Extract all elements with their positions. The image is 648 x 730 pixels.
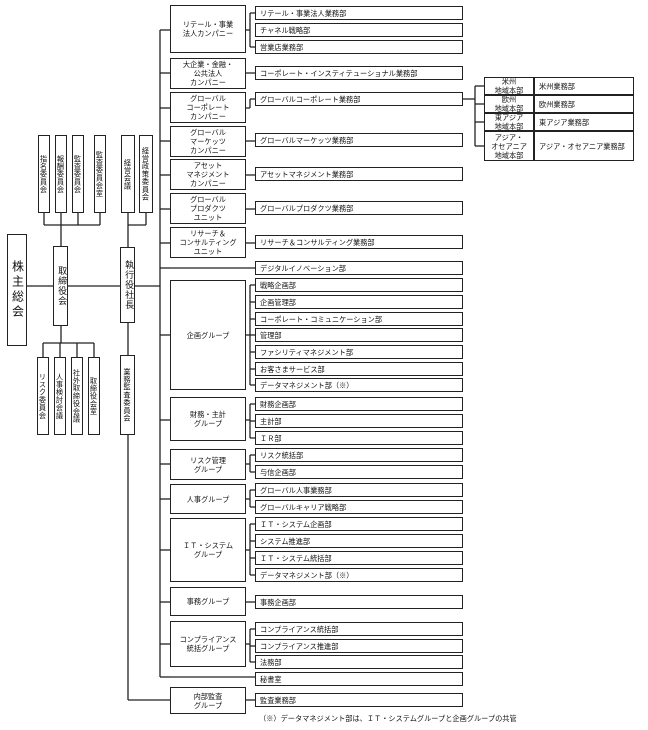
group-hr-box: 人事グループ: [170, 484, 246, 514]
ceo-box: 執行役社長: [120, 247, 135, 323]
company-corporate-box: 大企業・金融・ 公共法人 カンパニー: [170, 58, 246, 89]
nomination-committee-box: 指名委員会: [38, 135, 50, 213]
dept-digital-innovation: デジタルイノベーション部: [255, 261, 463, 275]
group-it-box: ＩＴ・システム グループ: [170, 518, 246, 582]
risk-committee-box: リスク委員会: [37, 357, 49, 435]
dept-research-consulting: リサーチ＆コンサルティング業務部: [255, 235, 463, 249]
dept-it-management: ＩＴ・システム統括部: [255, 551, 463, 565]
dept-europe: 欧州業務部: [534, 95, 634, 113]
board-box: 取締役会: [53, 246, 68, 326]
company-asset-management-box: アセット マネジメント カンパニー: [170, 159, 246, 190]
dept-facility-management: ファシリティマネジメント部: [255, 345, 463, 359]
dept-compliance-management: コンプライアンス統括部: [255, 622, 463, 636]
dept-global-hr: グローバル人事業務部: [255, 483, 463, 497]
unit-global-products-box: グローバル プロダクツ ユニット: [170, 193, 246, 224]
dept-channel-strategy: チャネル戦略部: [255, 23, 463, 37]
shareholders-box: 株主総会: [7, 234, 27, 346]
group-internal-audit-box: 内部監査 グループ: [170, 687, 246, 714]
dept-legal: 法務部: [255, 655, 463, 669]
dept-risk-management: リスク統括部: [255, 448, 463, 462]
dept-internal-audit-business: 監査業務部: [255, 693, 463, 707]
dept-global-corporate: グローバルコーポレート業務部: [255, 92, 463, 106]
group-risk-box: リスク管理 グループ: [170, 449, 246, 480]
dept-system-promotion: システム推進部: [255, 534, 463, 548]
dept-retail-business: リテール・事業法人業務部: [255, 6, 463, 20]
dept-corporate-communication: コーポレート・コミュニケーション部: [255, 312, 463, 326]
board-office-box: 取締役会室: [88, 357, 100, 435]
company-global-markets-box: グローバル マーケッツ カンパニー: [170, 126, 246, 157]
dept-corporate-institutional: コーポレート・インスティテューショナル業務部: [255, 66, 463, 80]
group-operations-box: 事務グループ: [170, 587, 246, 616]
dept-investor-relations: ＩＲ部: [255, 431, 463, 445]
region-europe-box: 欧州 地域本部: [484, 95, 534, 113]
dept-it-planning: ＩＴ・システム企画部: [255, 517, 463, 531]
footnote: （※）データマネジメント部は、ＩＴ・システムグループと企画グループの共管: [259, 714, 517, 723]
dept-data-management-it: データマネジメント部（※）: [255, 568, 463, 582]
dept-credit-planning: 与信企画部: [255, 465, 463, 479]
dept-global-career-strategy: グローバルキャリア戦略部: [255, 500, 463, 514]
dept-americas: 米州業務部: [534, 77, 634, 95]
business-audit-committee-box: 業務監査委員会: [120, 355, 135, 435]
dept-branch-business: 営業店業務部: [255, 40, 463, 54]
strategy-committee-box: 経営政策委員会: [139, 135, 153, 213]
dept-planning-management: 企画管理部: [255, 295, 463, 309]
dept-data-management-planning: データマネジメント部（※）: [255, 378, 463, 392]
dept-east-asia: 東アジア業務部: [534, 113, 634, 131]
compensation-committee-box: 報酬委員会: [55, 135, 67, 213]
dept-secretariat: 秘書室: [255, 672, 463, 686]
dept-financial-planning: 財務企画部: [255, 397, 463, 411]
group-finance-box: 財務・主計 グループ: [170, 397, 246, 441]
dept-customer-service: お客さまサービス部: [255, 362, 463, 376]
region-asia-oceania-box: アジア・ オセアニア 地域本部: [484, 131, 534, 161]
dept-asia-oceania: アジア・オセアニア業務部: [534, 131, 634, 161]
group-planning-box: 企画グループ: [170, 280, 246, 390]
dept-operations-planning: 事務企画部: [255, 595, 463, 609]
dept-asset-management: アセットマネジメント業務部: [255, 167, 463, 181]
audit-committee-office-box: 監査委員会室: [94, 135, 106, 213]
dept-administration: 管理部: [255, 328, 463, 342]
region-americas-box: 米州 地域本部: [484, 77, 534, 95]
outside-directors-meeting-box: 社外取締役会議: [71, 357, 83, 435]
dept-global-products: グローバルプロダクツ業務部: [255, 201, 463, 215]
region-east-asia-box: 東アジア 地域本部: [484, 113, 534, 131]
dept-strategic-planning: 戦略企画部: [255, 278, 463, 292]
dept-accounting: 主計部: [255, 414, 463, 428]
group-compliance-box: コンプライアンス 統括グループ: [170, 621, 246, 667]
company-global-corporate-box: グローバル コーポレート カンパニー: [170, 92, 246, 123]
unit-research-consulting-box: リサーチ＆ コンサルティング ユニット: [170, 227, 246, 258]
company-retail-box: リテール・事業 法人カンパニー: [170, 5, 246, 53]
audit-committee-box: 監査委員会: [72, 135, 84, 213]
management-meeting-box: 経営会議: [121, 135, 135, 213]
hr-review-meeting-box: 人事検討会議: [54, 357, 66, 435]
dept-compliance-promotion: コンプライアンス推進部: [255, 639, 463, 653]
dept-global-markets: グローバルマーケッツ業務部: [255, 133, 463, 147]
